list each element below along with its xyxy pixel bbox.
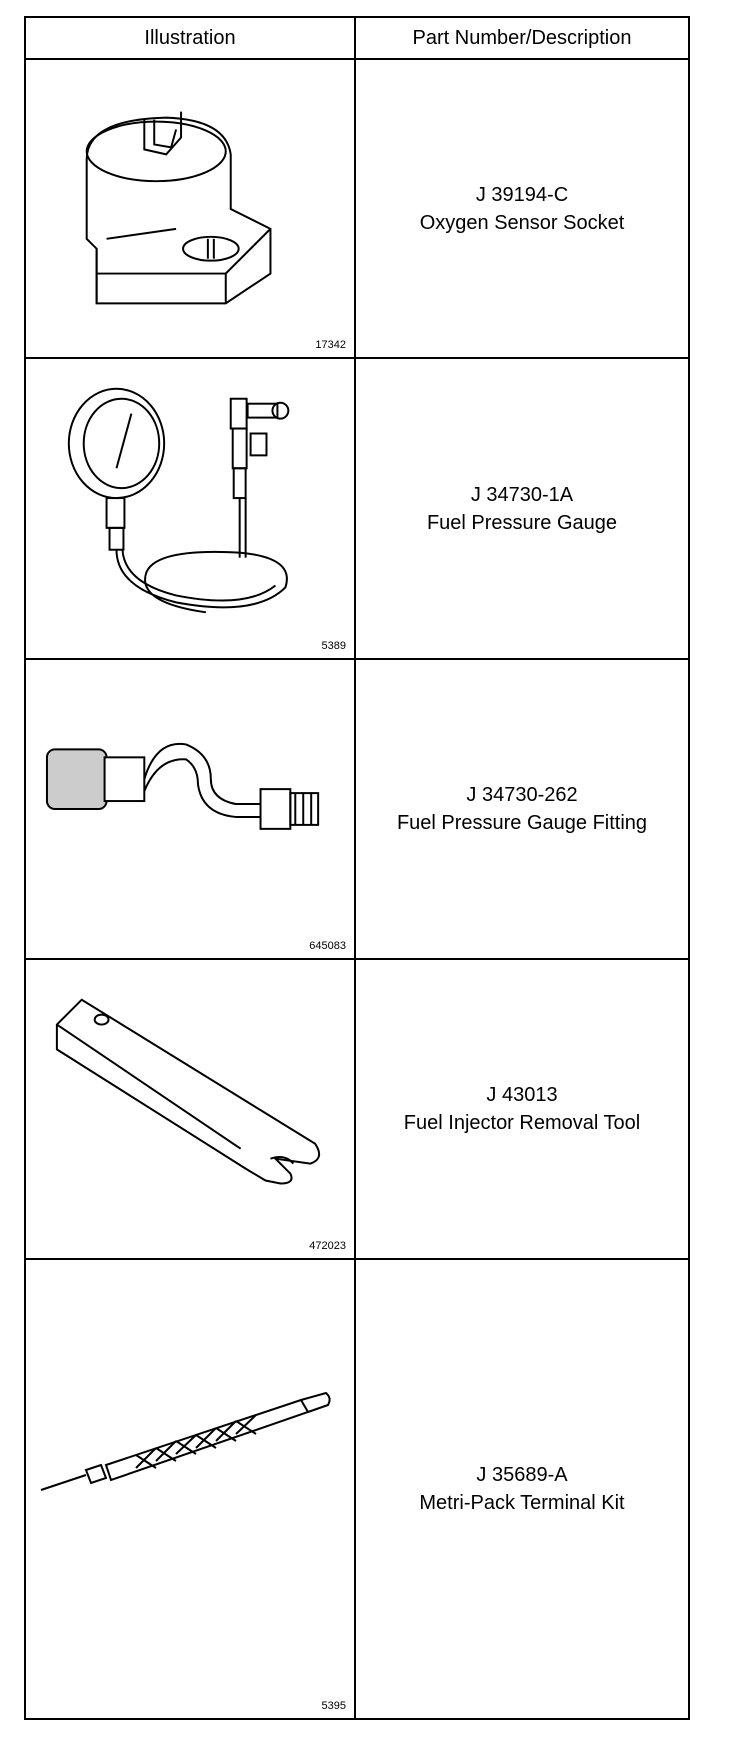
figure-number: 5395	[321, 1700, 346, 1712]
header-illustration: Illustration	[26, 18, 356, 58]
part-description: Metri-Pack Terminal Kit	[419, 1492, 625, 1514]
part-description-cell: J 39194-C Oxygen Sensor Socket	[356, 60, 688, 357]
illustration-cell: 5395	[26, 1260, 356, 1718]
table-row: 472023 J 43013 Fuel Injector Removal Too…	[26, 960, 688, 1260]
fuel-pressure-gauge-icon	[67, 387, 290, 614]
part-number: J 35689-A	[476, 1464, 568, 1486]
header-part-number: Part Number/Description	[412, 27, 632, 49]
table-row: 645083 J 34730-262 Fuel Pressure Gauge F…	[26, 660, 688, 960]
part-description: Fuel Pressure Gauge	[426, 511, 618, 534]
part-number: J 43013	[486, 1084, 558, 1106]
special-tools-table: Illustration Part Number/Description 173…	[24, 16, 690, 1720]
part-number: J 34730-262	[466, 784, 578, 806]
table-row: 5389 J 34730-1A Fuel Pressure Gauge	[26, 359, 688, 660]
injector-removal-tool-icon	[55, 998, 321, 1185]
part-description: Fuel Pressure Gauge Fitting	[396, 812, 648, 834]
part-description: Oxygen Sensor Socket	[419, 211, 625, 234]
part-number: J 34730-1A	[470, 483, 574, 506]
illustration-cell: 17342	[26, 60, 356, 357]
part-description: Fuel Injector Removal Tool	[403, 1112, 641, 1134]
figure-number: 5389	[321, 640, 346, 652]
illustration-cell: 5389	[26, 359, 356, 658]
part-description-cell: J 34730-1A Fuel Pressure Gauge	[356, 359, 688, 658]
part-description-cell: J 43013 Fuel Injector Removal Tool	[356, 960, 688, 1258]
figure-number: 645083	[309, 940, 346, 952]
table-row: 5395 J 35689-A Metri-Pack Terminal Kit	[26, 1260, 688, 1718]
table-row: 17342 J 39194-C Oxygen Sensor Socket	[26, 60, 688, 359]
terminal-kit-icon	[40, 1391, 331, 1491]
figure-number: 472023	[309, 1240, 346, 1252]
part-number: J 39194-C	[475, 183, 569, 206]
gauge-fitting-icon	[45, 742, 320, 830]
table-header: Illustration Part Number/Description	[26, 18, 688, 60]
part-description-cell: J 35689-A Metri-Pack Terminal Kit	[356, 1260, 688, 1718]
illustration-cell: 645083	[26, 660, 356, 958]
illustration-cell: 472023	[26, 960, 356, 1258]
part-description-cell: J 34730-262 Fuel Pressure Gauge Fitting	[356, 660, 688, 958]
oxygen-sensor-socket-icon	[85, 111, 272, 305]
figure-number: 17342	[315, 339, 346, 351]
